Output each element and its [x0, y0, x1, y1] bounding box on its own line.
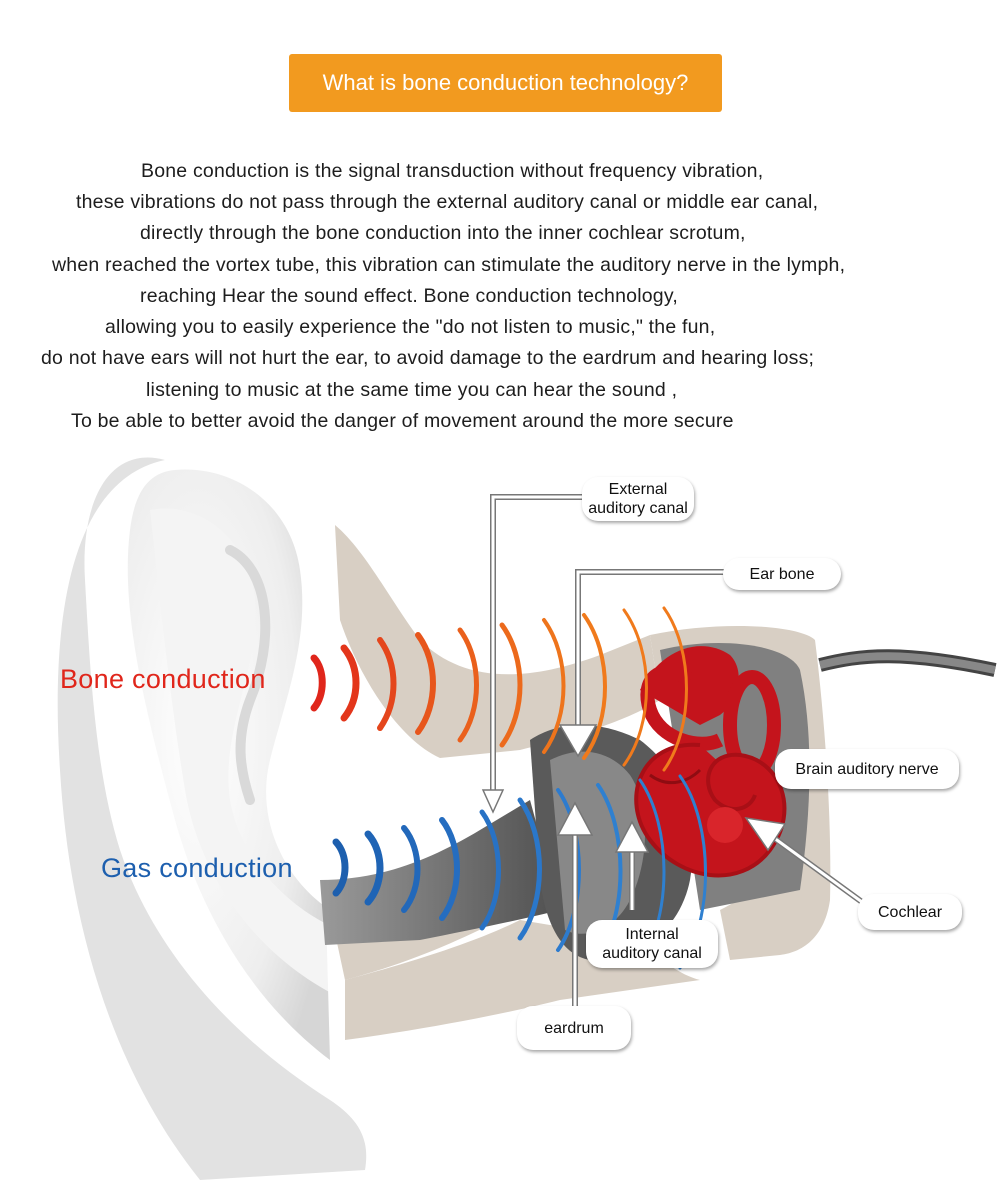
callout-cochlear: Cochlear	[858, 894, 962, 930]
callout-text: auditory canal	[602, 945, 702, 962]
outer-ear	[57, 457, 367, 1180]
gas-conduction-label: Gas conduction	[101, 853, 293, 883]
callout-text: External	[608, 481, 668, 498]
inner-ear-organs	[634, 646, 787, 878]
ear-diagram: Bone conduction Gas conduction External …	[0, 440, 1000, 1200]
intro-line: when reached the vortex tube, this vibra…	[52, 254, 846, 276]
callout-internal-auditory-canal: Internal auditory canal	[586, 920, 718, 968]
callout-external-auditory-canal: External auditory canal	[582, 477, 694, 521]
gas-conduction-waves	[332, 774, 707, 970]
callout-text: Brain auditory nerve	[795, 760, 939, 778]
callout-text: eardrum	[544, 1019, 604, 1037]
bone-conduction-label: Bone conduction	[60, 664, 266, 694]
intro-line: directly through the bone conduction int…	[140, 222, 746, 244]
bone-conduction-waves	[310, 606, 688, 772]
callout-text: auditory canal	[588, 500, 688, 517]
callout-brain-auditory-nerve: Brain auditory nerve	[775, 749, 959, 789]
intro-line: allowing you to easily experience the "d…	[105, 316, 716, 338]
callout-ear-bone: Ear bone	[723, 558, 841, 590]
callout-text: Ear bone	[749, 565, 815, 583]
callout-text: Cochlear	[877, 903, 943, 921]
intro-line: Bone conduction is the signal transducti…	[141, 160, 764, 182]
intro-line: reaching Hear the sound effect. Bone con…	[140, 285, 678, 307]
callout-eardrum: eardrum	[517, 1006, 631, 1050]
ear-illustration	[57, 457, 997, 1180]
intro-line: do not have ears will not hurt the ear, …	[41, 347, 815, 369]
intro-line: these vibrations do not pass through the…	[76, 191, 819, 213]
intro-line: listening to music at the same time you …	[146, 379, 678, 401]
leader-lines	[481, 494, 864, 1010]
callout-text: Internal	[625, 926, 679, 943]
section-title: What is bone conduction technology?	[289, 54, 722, 112]
intro-line: To be able to better avoid the danger of…	[71, 410, 734, 432]
